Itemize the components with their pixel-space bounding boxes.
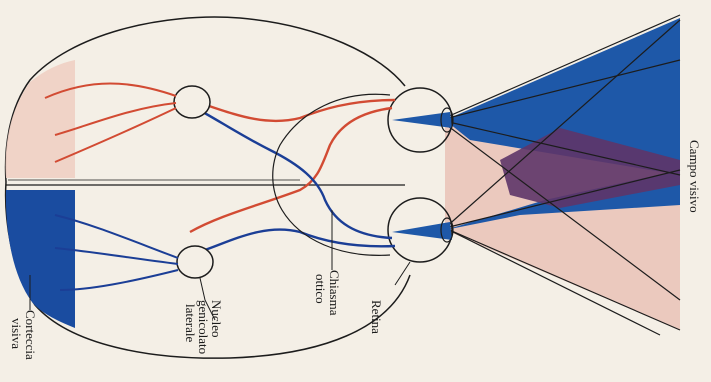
label-retina-group: Retina [369, 300, 384, 334]
cortex-left-blue [6, 190, 75, 328]
eye-lower [388, 198, 453, 262]
eye-upper [388, 88, 453, 152]
label-nucleo-group: Nucleo genicolato laterale [183, 300, 224, 354]
label-corteccia-group: Corteccia visiva [9, 310, 38, 360]
visual-field [440, 15, 680, 335]
label-chiasma-line2: ottico [313, 274, 328, 304]
cortex-right-pink [6, 60, 75, 178]
label-corteccia-line2: visiva [9, 318, 24, 349]
label-corteccia-line1: Corteccia [23, 310, 38, 360]
label-campo-visivo-group: Campo visivo [687, 140, 702, 213]
red-tract-ipsilateral [190, 100, 395, 121]
label-chiasma-group: Chiasma ottico [313, 270, 342, 316]
red-tract-crossing [190, 108, 392, 232]
label-nucleo-line3: laterale [183, 304, 198, 342]
lgn-lower [177, 246, 213, 278]
lgn-upper [174, 86, 210, 118]
label-retina: Retina [369, 300, 384, 334]
label-campo-visivo: Campo visivo [687, 140, 702, 213]
optic-pathways [190, 94, 395, 255]
label-chiasma-line1: Chiasma [327, 270, 342, 316]
